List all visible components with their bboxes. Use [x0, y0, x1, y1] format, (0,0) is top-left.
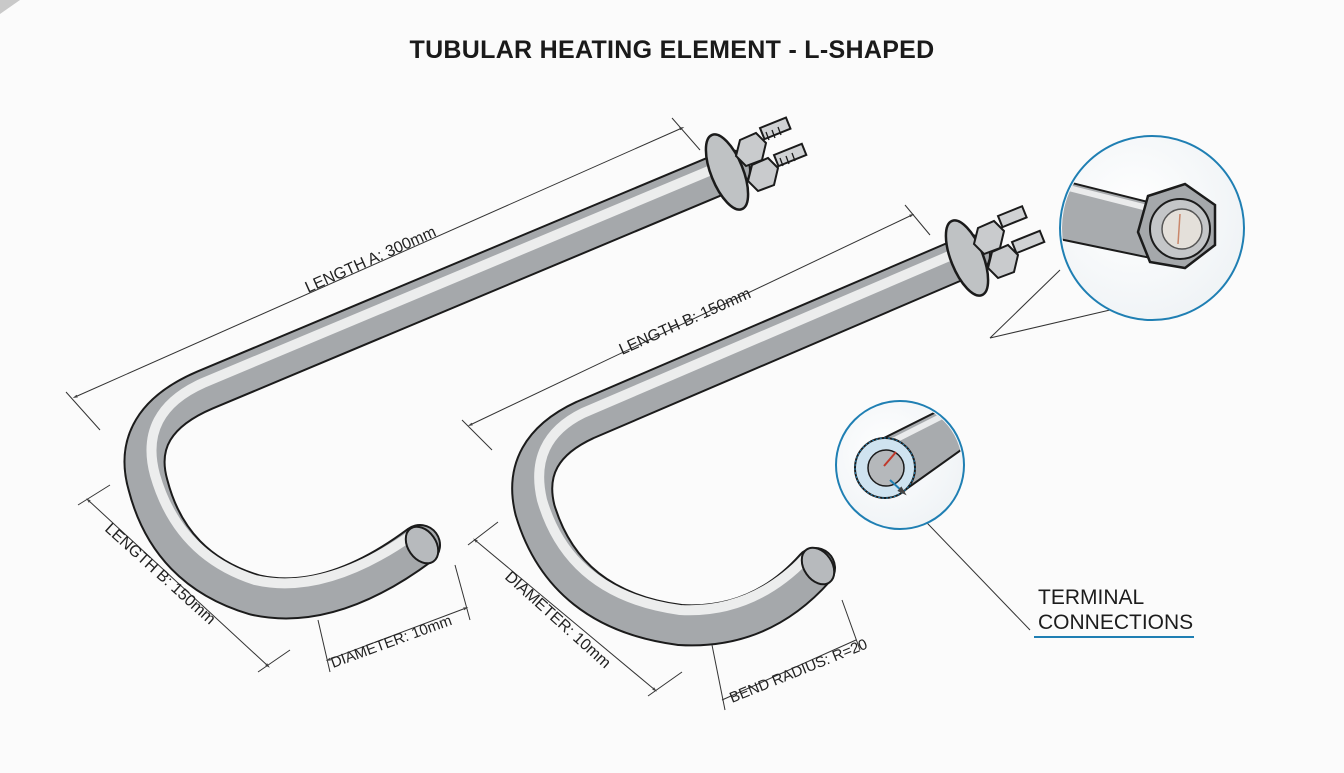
hex-nut-icon — [1136, 182, 1217, 270]
terminal-detail-callout — [1059, 135, 1245, 321]
left-flange — [704, 133, 750, 211]
terminal-connections-label: TERMINAL CONNECTIONS — [1038, 585, 1193, 635]
left-tube-end — [404, 525, 440, 565]
right-tube-end — [800, 546, 836, 586]
bend-radius-label: BEND RADIUS: R=20 — [727, 636, 870, 707]
terminal-label-line1: TERMINAL — [1038, 586, 1145, 609]
threaded-terminal-icon — [758, 116, 808, 168]
diagram-title: TUBULAR HEATING ELEMENT - L-SHAPED — [409, 36, 935, 64]
right-heating-element — [511, 204, 1046, 647]
diameter-left-label: DIAMETER: 10mm — [329, 612, 455, 672]
terminal-label-line2: CONNECTIONS — [1038, 611, 1194, 634]
corner-fold — [0, 0, 20, 14]
dimension-lines — [65, 117, 1111, 711]
hex-nut-icon — [972, 219, 1020, 280]
terminal-label-underline — [1034, 636, 1194, 638]
hex-nut-icon — [734, 131, 780, 193]
threaded-terminal-icon — [996, 204, 1046, 255]
cross-section-callout — [835, 400, 965, 530]
